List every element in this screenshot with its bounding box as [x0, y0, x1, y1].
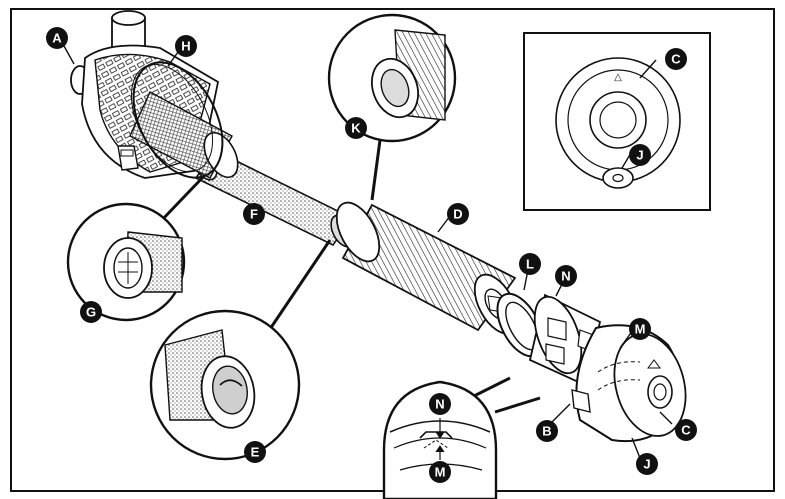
svg-text:M: M [435, 465, 446, 480]
detail-magnifier-g [66, 173, 207, 322]
svg-text:N: N [435, 397, 444, 412]
svg-text:N: N [561, 269, 570, 284]
callout-f: F [243, 203, 265, 225]
callout-c-inset: C [665, 48, 687, 70]
svg-text:G: G [86, 305, 96, 320]
callout-d: D [447, 203, 469, 225]
callout-a: A [46, 27, 68, 49]
svg-text:B: B [542, 424, 551, 439]
callout-g: G [80, 301, 102, 323]
svg-text:D: D [453, 207, 462, 222]
detail-magnifier-nm [382, 376, 541, 499]
svg-text:A: A [52, 31, 62, 46]
callout-c-main: C [675, 419, 697, 441]
svg-text:H: H [181, 39, 190, 54]
svg-text:J: J [643, 457, 650, 472]
svg-text:J: J [636, 148, 643, 163]
callout-l: L [519, 253, 541, 275]
svg-text:E: E [251, 445, 260, 460]
seal-ring-l [496, 292, 544, 358]
detail-magnifier-k [327, 13, 457, 201]
svg-text:M: M [635, 322, 646, 337]
filter-element-d [335, 201, 519, 335]
svg-text:K: K [351, 121, 361, 136]
callout-j-inset: J [629, 144, 651, 166]
end-cap-c [571, 324, 687, 443]
callout-k: K [345, 117, 367, 139]
callout-b: B [536, 420, 558, 442]
callout-m-main: M [629, 318, 651, 340]
intake-housing-a [70, 10, 239, 179]
svg-text:C: C [681, 423, 691, 438]
svg-text:F: F [250, 207, 258, 222]
callout-e: E [244, 441, 266, 463]
callout-m-detail: M [429, 461, 451, 483]
callout-h: H [175, 35, 197, 57]
callout-n-detail: N [429, 393, 451, 415]
detail-magnifier-e [149, 239, 332, 461]
callout-n-main: N [555, 265, 577, 287]
svg-text:C: C [671, 52, 681, 67]
callout-j-main: J [636, 453, 658, 475]
inset-triangle-marker: △ [614, 72, 622, 83]
svg-text:L: L [526, 257, 534, 272]
